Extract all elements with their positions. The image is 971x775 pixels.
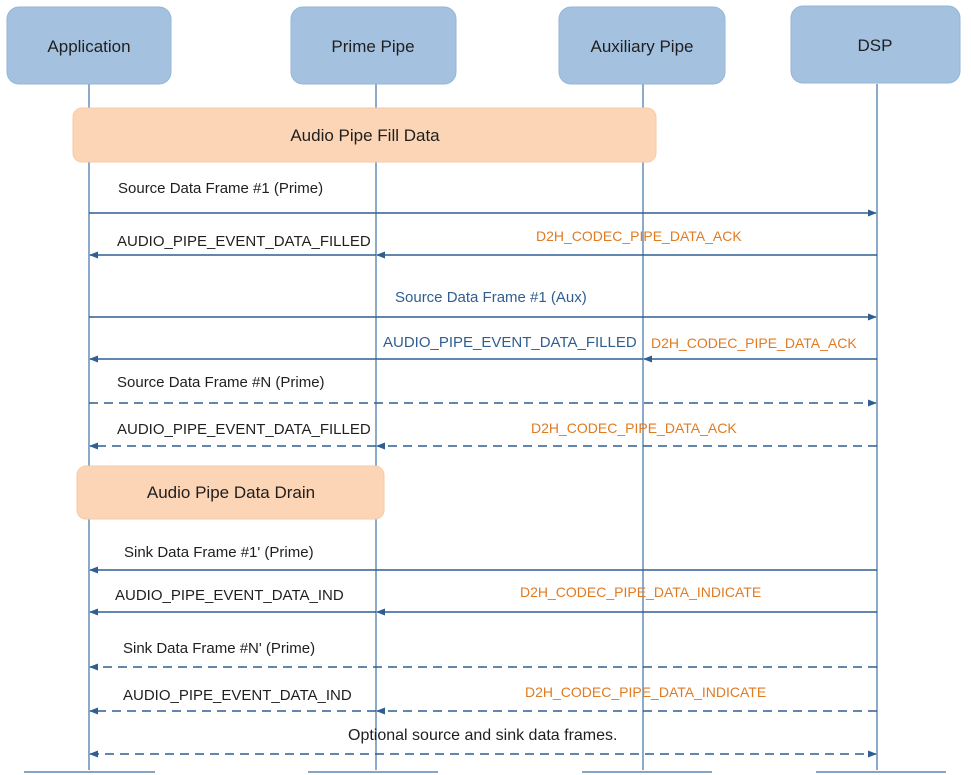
participant-auxiliary-pipe: Auxiliary Pipe [558,6,726,85]
message-label-sink-frame-n-prime: Sink Data Frame #N' (Prime) [123,640,315,657]
message-label-ack-1-aux: D2H_CODEC_PIPE_DATA_ACK [651,335,857,351]
message-label-source-frame-1-aux: Source Data Frame #1 (Aux) [395,289,587,306]
phase-label: Audio Pipe Data Drain [147,483,315,502]
message-label-indicate-1-prime: D2H_CODEC_PIPE_DATA_INDICATE [520,584,761,600]
participant-label: Prime Pipe [331,37,414,56]
message-label-event-ind-n-prime: AUDIO_PIPE_EVENT_DATA_IND [123,687,352,704]
participant-label: Auxiliary Pipe [591,37,694,56]
phase-label: Audio Pipe Fill Data [290,126,440,145]
message-label-filled-1-prime: AUDIO_PIPE_EVENT_DATA_FILLED [117,233,371,250]
message-label-indicate-n-prime: D2H_CODEC_PIPE_DATA_INDICATE [525,684,766,700]
message-label-ack-n-prime: D2H_CODEC_PIPE_DATA_ACK [531,420,737,436]
message-label-source-frame-1-prime: Source Data Frame #1 (Prime) [118,180,323,197]
message-label-ack-1-prime: D2H_CODEC_PIPE_DATA_ACK [536,228,742,244]
message-label-optional-frames: Optional source and sink data frames. [348,727,617,744]
phase-fill-data: Audio Pipe Fill Data [72,107,657,163]
message-label-filled-n-prime: AUDIO_PIPE_EVENT_DATA_FILLED [117,421,371,438]
message-label-event-ind-1-prime: AUDIO_PIPE_EVENT_DATA_IND [115,587,344,604]
participant-application: Application [6,6,172,85]
participant-label: Application [47,37,130,56]
participant-prime-pipe: Prime Pipe [290,6,457,85]
message-label-filled-1-aux: AUDIO_PIPE_EVENT_DATA_FILLED [383,334,637,351]
participant-dsp: DSP [790,5,961,84]
participant-label: DSP [858,36,893,55]
message-label-source-frame-n-prime: Source Data Frame #N (Prime) [117,374,325,391]
phase-data-drain: Audio Pipe Data Drain [76,465,385,520]
message-label-sink-frame-1-prime: Sink Data Frame #1' (Prime) [124,544,314,561]
